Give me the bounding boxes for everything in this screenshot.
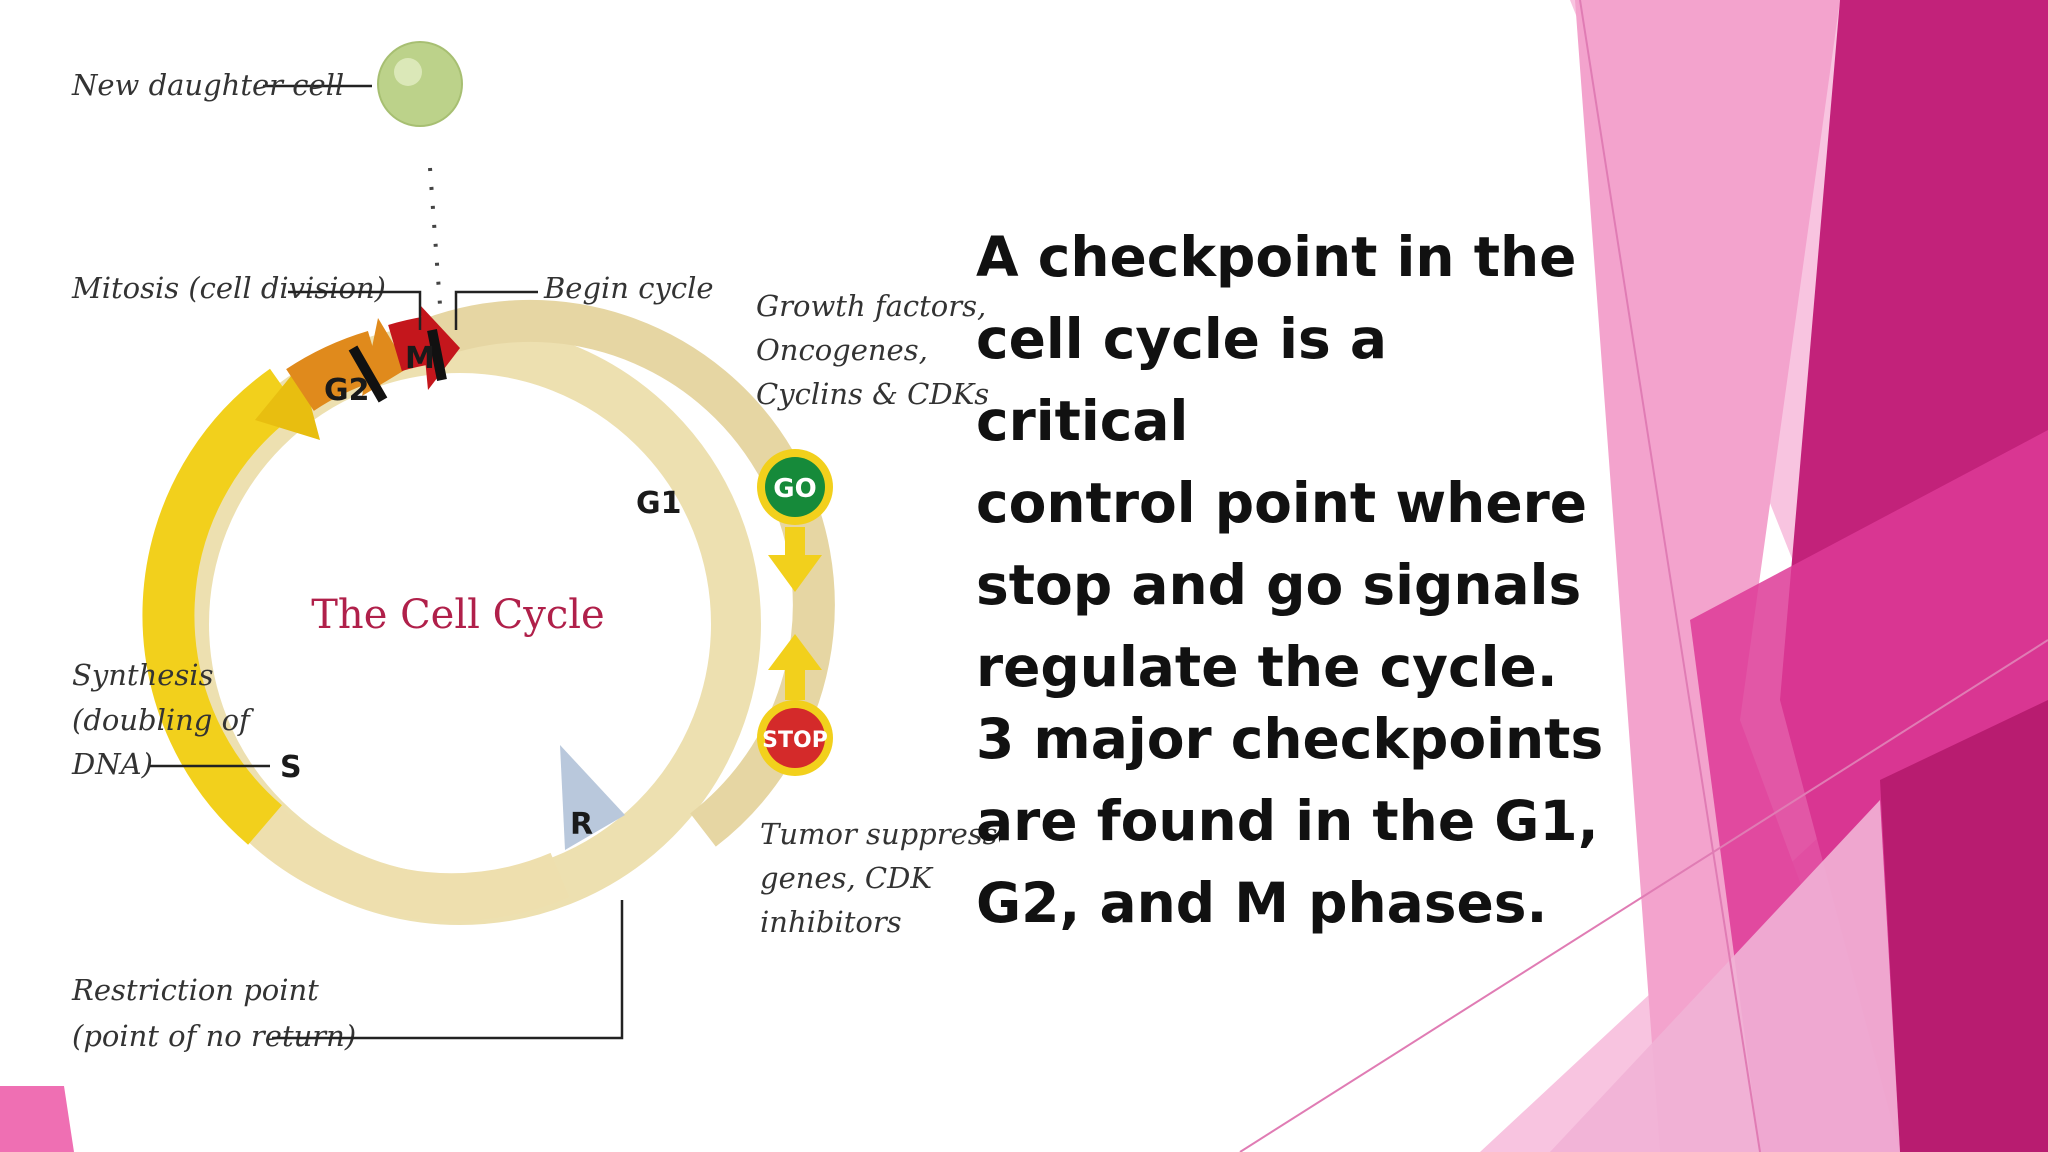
phase-r: R bbox=[570, 807, 593, 842]
up-arrow-icon bbox=[768, 634, 822, 700]
phase-g2: G2 bbox=[324, 373, 370, 408]
label-mitosis: Mitosis (cell division) bbox=[71, 271, 386, 305]
label-restriction-2: (point of no return) bbox=[72, 1019, 356, 1053]
label-begin-cycle: Begin cycle bbox=[543, 271, 714, 305]
label-tumor-1: Tumor suppressor bbox=[760, 817, 1000, 851]
daughter-cell-icon bbox=[377, 41, 463, 127]
cell-cycle-diagram: New daughter cell G2 M G1 S R The Cell C… bbox=[71, 41, 1000, 1053]
label-synthesis-1: Synthesis bbox=[72, 658, 213, 692]
major-checkpoints-text: 3 major checkpoints are found in the G1,… bbox=[976, 707, 1604, 935]
diagram-title: The Cell Cycle bbox=[311, 592, 604, 638]
g2-checkpoint-bar bbox=[348, 345, 388, 403]
label-growth-3: Cyclins & CDKs bbox=[756, 377, 989, 411]
checkpoint-definition-text: A checkpoint in the cell cycle is a crit… bbox=[976, 225, 1588, 699]
phase-g1: G1 bbox=[636, 486, 682, 521]
m-checkpoint-bar bbox=[427, 329, 447, 381]
phase-s: S bbox=[280, 750, 302, 785]
label-new-daughter-cell: New daughter cell bbox=[71, 68, 344, 102]
phase-m: M bbox=[405, 341, 435, 376]
label-growth-2: Oncogenes, bbox=[756, 333, 928, 367]
down-arrow-icon bbox=[768, 527, 822, 592]
label-synthesis-3: DNA) bbox=[71, 747, 153, 781]
label-tumor-3: inhibitors bbox=[760, 905, 902, 939]
go-label: GO bbox=[773, 474, 816, 504]
label-growth-1: Growth factors, bbox=[756, 289, 986, 323]
label-tumor-2: genes, CDK bbox=[760, 861, 934, 895]
label-synthesis-2: (doubling of bbox=[72, 703, 255, 737]
label-restriction-1: Restriction point bbox=[71, 973, 319, 1007]
stop-label: STOP bbox=[762, 728, 828, 753]
